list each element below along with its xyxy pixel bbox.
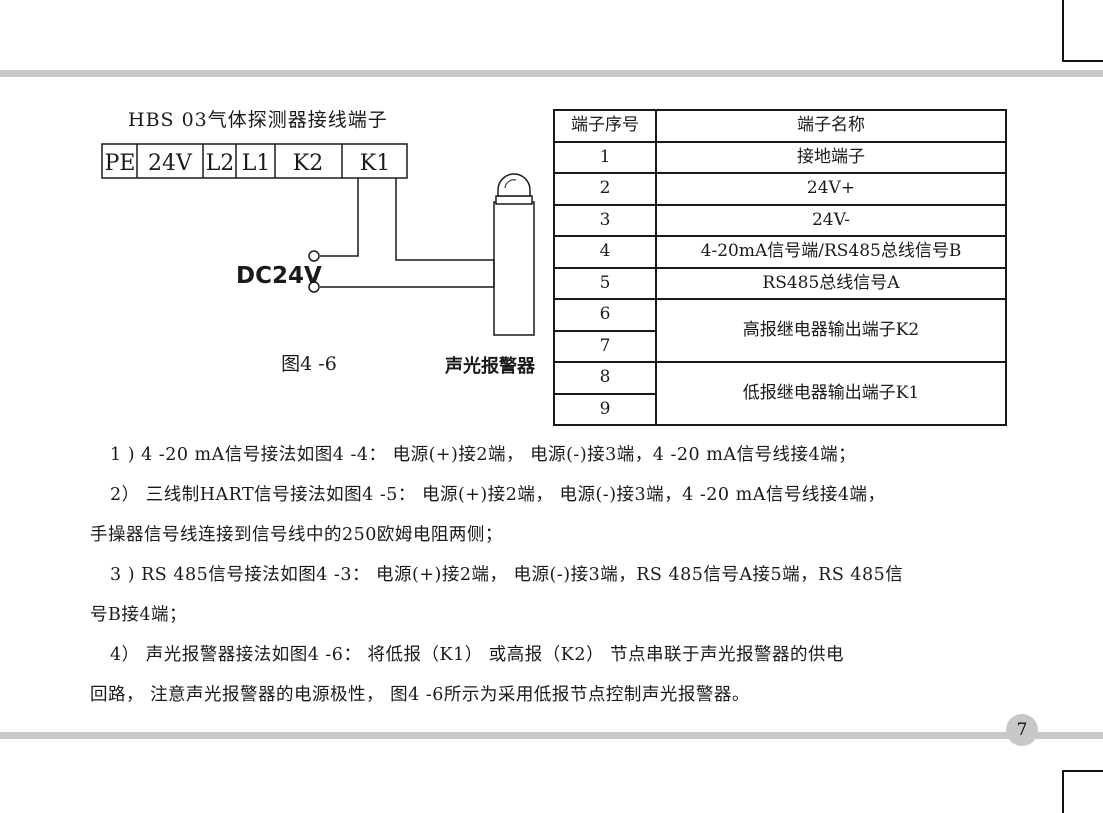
table-row: 6 高报继电器输出端子K2 <box>553 298 1007 363</box>
terminal-pe: PE <box>105 151 136 176</box>
terminal-24v: 24V <box>148 151 193 176</box>
figure-caption: 图4 -6 <box>281 353 337 375</box>
diagram-title: HBS 03气体探测器接线端子 <box>128 109 388 131</box>
alarm-label: 声光报警器 <box>444 355 536 377</box>
table-row: 3 24V- <box>553 203 1007 237</box>
table-row: 7 <box>553 329 1006 363</box>
header-rule <box>0 70 1103 77</box>
power-terminal-negative <box>308 281 320 293</box>
terminal-number: 4 <box>553 235 657 269</box>
instruction-line-4: 3 ) RS 485信号接法如图4 -3： 电源(+)接2端， 电源(-)接3端… <box>110 565 904 585</box>
terminal-number: 3 <box>553 203 657 237</box>
wiring-diagram: HBS 03气体探测器接线端子 PE 24V L2 L1 K2 K1 DC24V… <box>101 109 536 377</box>
wire-k1-to-power <box>320 178 359 257</box>
terminal-number: 6 <box>553 298 657 332</box>
terminal-k1: K1 <box>360 151 390 176</box>
table-row: 4 4-20mA信号端/RS485总线信号B <box>553 235 1007 269</box>
header-terminal-number: 端子序号 <box>553 109 657 143</box>
terminal-number: 7 <box>553 329 657 363</box>
bottom-right-corner-mark <box>1062 770 1103 813</box>
instruction-line-3: 手操器信号线连接到信号线中的250欧姆电阻两侧； <box>90 525 503 545</box>
terminal-name: 接地端子 <box>655 140 1007 174</box>
terminal-number: 5 <box>553 266 657 300</box>
alarm-lamp-icon <box>497 173 531 197</box>
terminal-name: 低报继电器输出端子K1 <box>655 361 1007 426</box>
page-number: 7 <box>1006 714 1038 746</box>
table-row: 8 低报继电器输出端子K1 <box>553 361 1007 426</box>
table-row: 9 <box>553 392 1006 426</box>
terminal-number: 8 <box>553 361 657 395</box>
footer-rule <box>0 732 1103 739</box>
terminal-name: 高报继电器输出端子K2 <box>655 298 1007 363</box>
top-right-corner-mark <box>1062 0 1103 62</box>
alarm-lamp-highlight <box>504 179 517 189</box>
table-row: 1 接地端子 <box>553 140 1007 174</box>
header-terminal-name: 端子名称 <box>655 109 1007 143</box>
power-label: DC24V <box>236 263 322 289</box>
instruction-line-1: 1 ) 4 -20 mA信号接法如图4 -4： 电源(+)接2端， 电源(-)接… <box>110 445 857 465</box>
instruction-line-6: 4） 声光报警器接法如图4 -6： 将低报（K1） 或高报（K2） 节点串联于声… <box>110 645 845 665</box>
instruction-line-2: 2） 三线制HART信号接法如图4 -5： 电源(+)接2端， 电源(-)接3端… <box>110 485 886 505</box>
instruction-line-5: 号B接4端； <box>90 605 187 625</box>
table-row: 2 24V+ <box>553 172 1007 206</box>
alarm-device-neck <box>495 195 533 205</box>
table-header-row: 端子序号 端子名称 <box>553 109 1007 143</box>
terminal-number: 9 <box>553 392 657 426</box>
terminal-name: RS485总线信号A <box>655 266 1007 300</box>
instruction-line-7: 回路， 注意声光报警器的电源极性， 图4 -6所示为采用低报节点控制声光报警器。 <box>90 685 750 705</box>
terminal-l1: L1 <box>242 151 271 176</box>
terminal-strip <box>101 143 408 179</box>
terminal-number: 2 <box>553 172 657 206</box>
terminal-k2: K2 <box>293 151 323 176</box>
terminal-table: 端子序号 端子名称 1 接地端子 2 24V+ 3 24V- 4 4-20mA信… <box>553 109 1007 426</box>
power-terminal-positive <box>308 250 320 262</box>
terminal-name: 4-20mA信号端/RS485总线信号B <box>655 235 1007 269</box>
terminal-name: 24V+ <box>655 172 1007 206</box>
table-row: 5 RS485总线信号A <box>553 266 1007 300</box>
terminal-l2: L2 <box>206 151 235 176</box>
wire-k1-to-alarm <box>395 178 445 261</box>
terminal-name: 24V- <box>655 203 1007 237</box>
alarm-input-bracket <box>445 259 495 288</box>
terminal-number: 1 <box>553 140 657 174</box>
alarm-device-body <box>493 201 535 336</box>
